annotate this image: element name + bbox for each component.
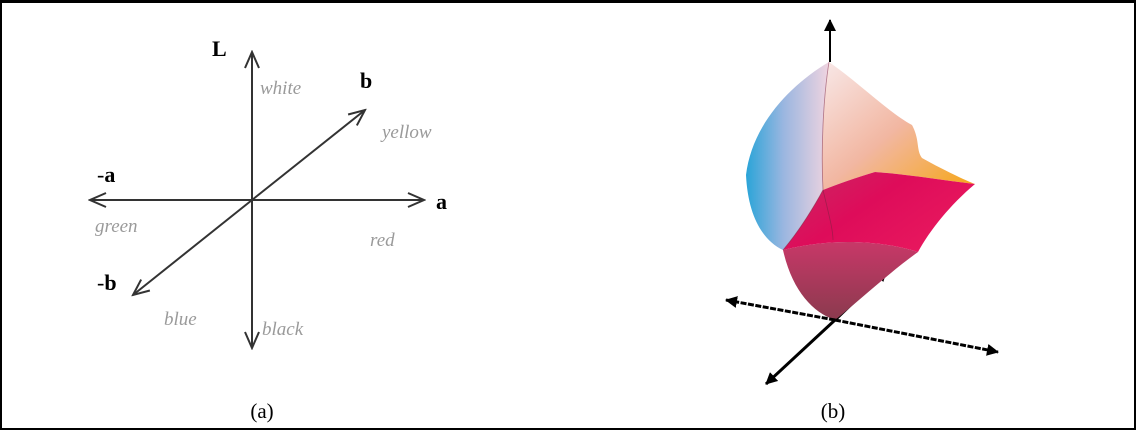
gamut-cyan-face xyxy=(746,62,829,250)
color-gamut-solid xyxy=(725,19,999,386)
axis-b-line xyxy=(251,110,365,201)
label-green: green xyxy=(95,216,138,237)
gamut-magenta-face xyxy=(783,172,975,252)
label-red: red xyxy=(370,230,395,251)
caption-a: (a) xyxy=(250,399,273,423)
label-yellow: yellow xyxy=(380,122,432,143)
axis-neg-a-label: -a xyxy=(97,162,115,187)
axis-neg-b-label: -b xyxy=(97,270,117,295)
gamut-axis-horizontal-right xyxy=(834,318,999,356)
gamut-bottom-face xyxy=(783,241,918,320)
axis-neg-b-letter: b xyxy=(104,270,116,295)
axis-L-label: L xyxy=(212,36,227,61)
axis-neg-b-line xyxy=(133,199,253,295)
axis-b-label: b xyxy=(360,68,372,93)
figure-bottom-rule xyxy=(0,428,1136,430)
gamut-yellow-face xyxy=(822,62,975,190)
axis-a-label: a xyxy=(436,189,447,214)
label-blue: blue xyxy=(164,309,197,330)
label-white: white xyxy=(260,78,301,99)
label-black: black xyxy=(262,319,304,340)
gamut-ridge-lines xyxy=(782,61,834,251)
axis-neg-b-sign: - xyxy=(97,270,104,295)
caption-b: (b) xyxy=(821,399,846,423)
gamut-axis-horizontal-left xyxy=(725,296,836,322)
lab-axes-diagram: L b a -a -b white black yellow blue red … xyxy=(90,36,447,348)
axis-neg-a-letter: a xyxy=(104,162,115,187)
gamut-axis-diagonal-front xyxy=(764,318,837,386)
axis-neg-a-sign: - xyxy=(97,162,104,187)
